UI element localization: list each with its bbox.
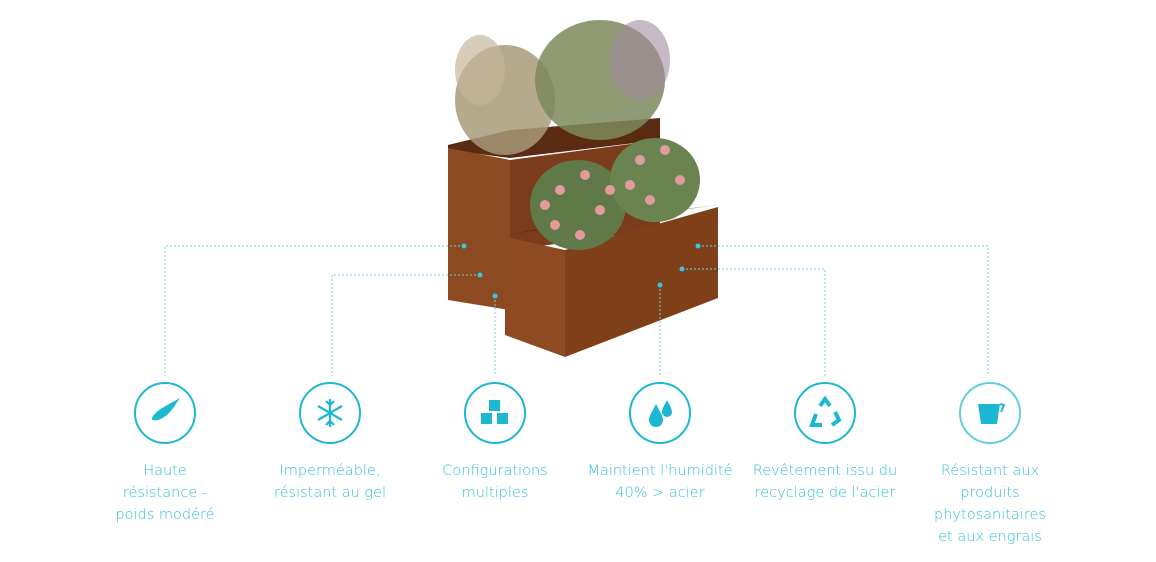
water-drops-icon [629, 382, 691, 444]
bucket-icon [959, 382, 1021, 444]
snowflake-icon [299, 382, 361, 444]
feature-waterproof: Imperméable,résistant au gel [245, 382, 415, 504]
cubes-icon [464, 382, 526, 444]
connector-dots [461, 243, 701, 299]
connector-lines [164, 245, 989, 376]
recycle-icon [794, 382, 856, 444]
feature-label: Imperméable,résistant au gel [273, 463, 387, 501]
flower-plants [530, 138, 700, 250]
grass-plants [455, 20, 670, 155]
front-planter [505, 205, 718, 357]
feather-icon [134, 382, 196, 444]
